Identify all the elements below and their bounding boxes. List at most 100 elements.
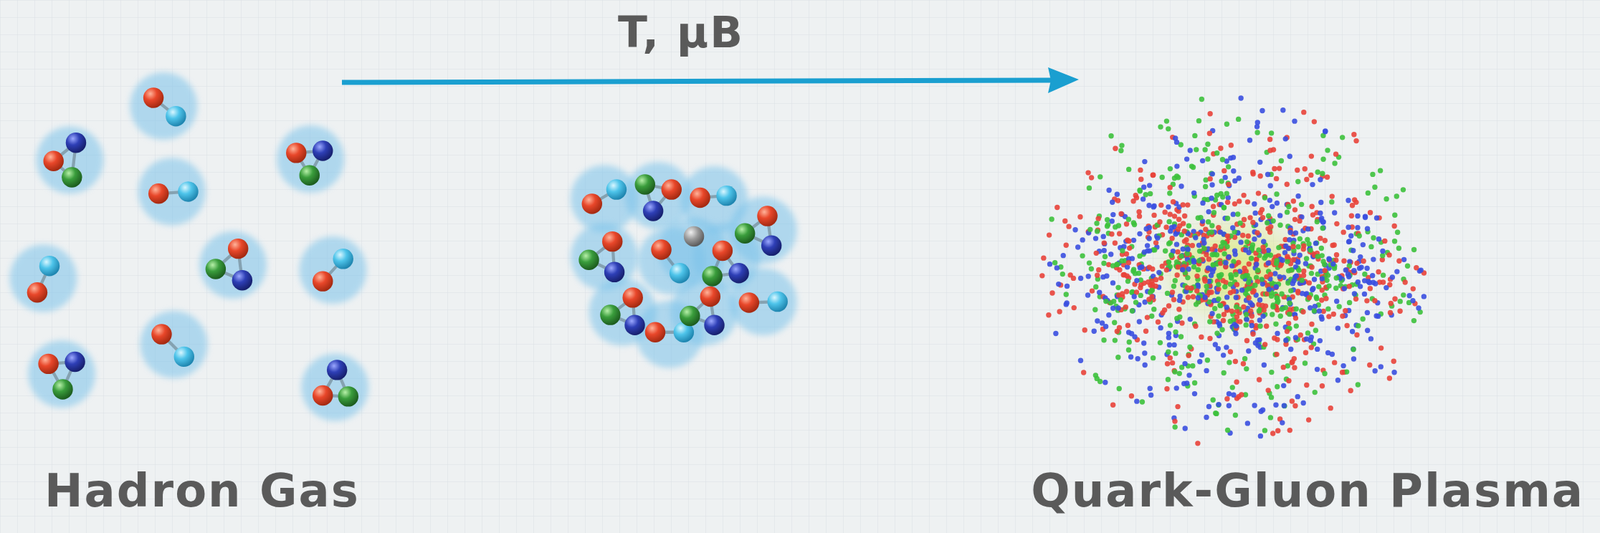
plasma-particle: [1225, 182, 1231, 188]
plasma-particle: [1108, 251, 1114, 257]
plasma-particle: [1377, 167, 1383, 173]
plasma-particle: [1237, 239, 1244, 245]
plasma-particle: [1308, 264, 1314, 270]
plasma-particle: [1265, 213, 1271, 219]
plasma-particle: [1093, 235, 1099, 241]
plasma-particle: [1344, 323, 1350, 329]
plasma-particle: [1179, 267, 1185, 273]
plasma-particle: [1209, 311, 1215, 317]
plasma-particle: [1111, 320, 1117, 326]
plasma-particle: [1205, 209, 1211, 215]
plasma-particle: [1184, 380, 1190, 386]
plasma-particle: [1275, 428, 1281, 434]
plasma-particle: [1391, 369, 1397, 375]
plasma-particle: [1250, 331, 1256, 337]
quark: [716, 185, 737, 206]
plasma-particle: [1258, 433, 1264, 439]
plasma-particle: [1260, 239, 1266, 245]
plasma-particle: [1335, 377, 1341, 383]
plasma-particle: [1217, 303, 1223, 309]
plasma-particle: [1245, 250, 1251, 256]
plasma-particle: [1222, 260, 1228, 266]
plasma-particle: [1276, 274, 1282, 280]
plasma-particle: [1208, 229, 1214, 235]
plasma-particle: [1155, 319, 1161, 325]
plasma-particle: [1279, 420, 1285, 426]
plasma-particle: [1174, 249, 1180, 255]
plasma-particle: [1413, 265, 1419, 271]
plasma-particle: [1207, 336, 1213, 342]
plasma-particle: [1143, 226, 1149, 232]
plasma-particle: [1175, 264, 1181, 270]
plasma-particle: [1354, 332, 1360, 338]
plasma-particle: [1230, 392, 1236, 398]
plasma-particle: [1224, 121, 1230, 127]
plasma-particle: [1392, 296, 1398, 302]
plasma-particle: [1168, 253, 1174, 259]
plasma-particle: [1146, 248, 1152, 254]
plasma-particle: [1182, 361, 1188, 367]
plasma-particle: [1392, 238, 1398, 244]
plasma-particle: [1229, 308, 1235, 314]
plasma-particle: [1063, 243, 1069, 249]
plasma-particle: [1209, 222, 1215, 228]
plasma-particle: [1353, 296, 1359, 302]
plasma-particle: [1208, 195, 1214, 201]
plasma-particle: [1150, 172, 1156, 178]
plasma-particle: [1311, 308, 1317, 314]
plasma-particle: [1225, 233, 1231, 239]
plasma-particle: [1086, 273, 1092, 279]
plasma-particle: [1039, 273, 1045, 279]
plasma-particle: [1301, 268, 1307, 274]
plasma-particle: [1106, 312, 1112, 318]
plasma-particle: [1319, 225, 1325, 231]
plasma-particle: [1389, 274, 1395, 280]
plasma-particle: [1255, 190, 1261, 196]
plasma-particle: [1237, 220, 1243, 226]
plasma-particle: [1325, 306, 1331, 312]
plasma-particle: [1277, 222, 1283, 228]
plasma-particle: [1110, 263, 1116, 269]
plasma-particle: [1318, 316, 1325, 322]
plasma-particle: [1182, 238, 1188, 244]
plasma-particle: [1103, 298, 1109, 304]
plasma-particle: [1267, 197, 1273, 203]
plasma-particle: [1187, 147, 1193, 153]
plasma-particle: [1243, 311, 1249, 317]
plasma-particle: [1159, 174, 1165, 180]
plasma-particle: [1290, 244, 1296, 250]
plasma-particle: [1233, 304, 1239, 310]
plasma-particle: [1223, 304, 1229, 310]
plasma-particle: [1411, 247, 1417, 253]
plasma-particle: [1226, 254, 1232, 260]
plasma-particle: [1063, 300, 1069, 306]
plasma-particle: [1164, 361, 1170, 367]
plasma-particle: [1176, 217, 1182, 223]
plasma-particle: [1314, 346, 1320, 352]
plasma-particle: [1313, 327, 1319, 333]
plasma-particle: [1212, 341, 1218, 347]
plasma-particle: [1040, 255, 1046, 261]
quark: [582, 193, 603, 214]
plasma-particle: [1240, 361, 1246, 367]
plasma-particle: [1149, 313, 1155, 319]
plasma-particle: [1124, 264, 1130, 270]
plasma-particle: [1348, 233, 1354, 239]
plasma-particle: [1293, 230, 1299, 236]
plasma-particle: [1271, 166, 1277, 172]
quark: [43, 151, 64, 172]
plasma-particle: [1089, 288, 1095, 294]
plasma-particle: [1210, 171, 1216, 177]
plasma-particle: [1226, 359, 1232, 365]
plasma-particle: [1379, 253, 1385, 259]
plasma-particle: [1140, 196, 1146, 202]
plasma-particle: [1293, 335, 1299, 341]
plasma-particle: [1260, 215, 1266, 221]
plasma-particle: [1273, 176, 1279, 182]
plasma-particle: [1220, 352, 1226, 358]
plasma-particle: [1103, 273, 1109, 279]
plasma-particle: [1284, 181, 1290, 187]
plasma-particle: [1156, 270, 1162, 276]
plasma-particle: [1329, 193, 1335, 199]
plasma-particle: [1394, 193, 1400, 199]
